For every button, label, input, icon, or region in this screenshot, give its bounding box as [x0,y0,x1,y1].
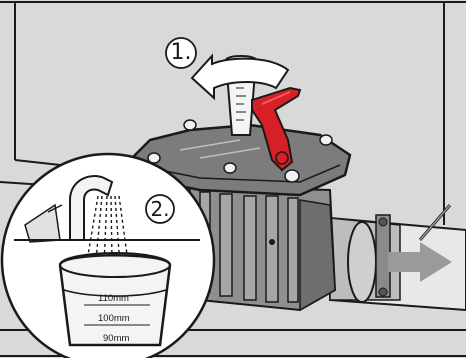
beaker-mark-90mm: 90mm [103,333,129,344]
step-1-label: 1. [166,38,196,68]
beaker-mark-110mm: 110mm [98,293,129,304]
inset-callout [2,154,214,358]
beaker-mark-100mm: 100mm [98,313,130,324]
step-2-label: 2. [145,194,175,224]
